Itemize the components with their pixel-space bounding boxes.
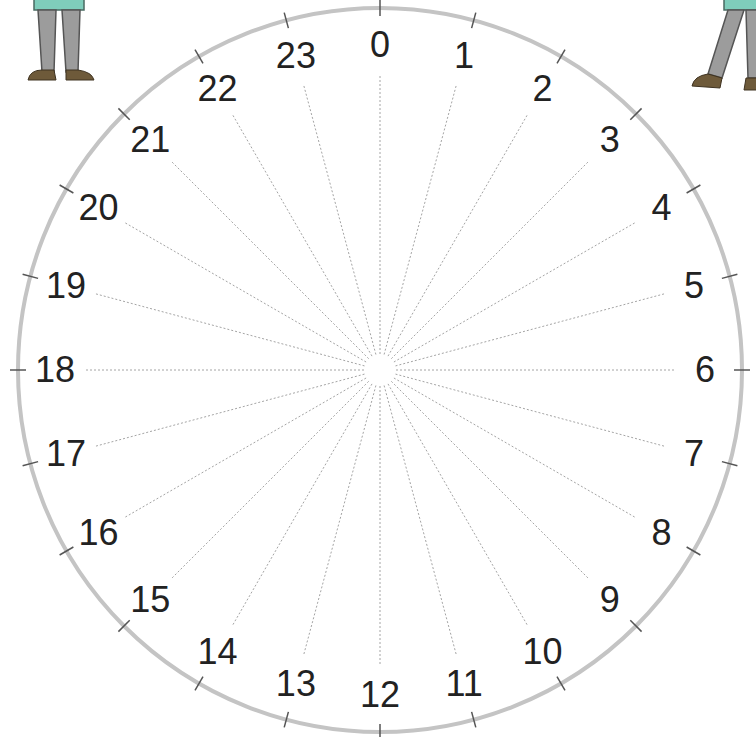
hour-ticks bbox=[10, 0, 750, 737]
hour-spoke bbox=[388, 384, 528, 626]
hour-tick bbox=[118, 108, 129, 119]
dial-ring bbox=[18, 8, 742, 732]
hour-tick bbox=[687, 547, 701, 555]
hour-tick bbox=[630, 620, 641, 631]
hour-spoke bbox=[396, 293, 666, 366]
hour-spoke bbox=[303, 386, 376, 656]
hour-number: 22 bbox=[197, 71, 237, 107]
hour-number: 10 bbox=[522, 634, 562, 670]
hour-tick bbox=[687, 185, 701, 193]
hour-tick bbox=[557, 50, 565, 64]
hour-tick bbox=[195, 677, 203, 691]
hour-number: 18 bbox=[35, 352, 75, 388]
hour-tick bbox=[118, 620, 129, 631]
hour-tick bbox=[23, 274, 38, 278]
hour-spoke bbox=[171, 381, 369, 579]
hour-spoke bbox=[394, 222, 636, 362]
hour-number: 15 bbox=[130, 582, 170, 618]
hour-number: 4 bbox=[651, 190, 671, 226]
hour-number: 11 bbox=[445, 666, 482, 702]
hour-tick bbox=[630, 108, 641, 119]
hour-tick bbox=[10, 369, 26, 371]
hour-number: 20 bbox=[78, 190, 118, 226]
hour-spokes bbox=[84, 74, 676, 666]
hour-spoke bbox=[303, 84, 376, 354]
hour-number: 16 bbox=[78, 515, 118, 551]
hour-number: 17 bbox=[46, 436, 86, 472]
hour-spoke bbox=[232, 384, 372, 626]
hour-number: 5 bbox=[684, 268, 704, 304]
hour-tick bbox=[472, 13, 476, 29]
hour-tick bbox=[734, 369, 750, 371]
hour-tick bbox=[557, 677, 565, 691]
hour-tick bbox=[284, 712, 288, 728]
hour-number: 9 bbox=[600, 582, 620, 618]
hour-number: 14 bbox=[197, 634, 237, 670]
hour-spoke bbox=[94, 293, 364, 366]
hour-number: 13 bbox=[276, 666, 316, 702]
hour-number: 12 bbox=[360, 677, 400, 713]
hour-spoke bbox=[394, 378, 636, 518]
hour-number: 23 bbox=[276, 38, 316, 74]
hour-number: 21 bbox=[130, 122, 170, 158]
hour-spoke bbox=[124, 222, 366, 362]
hour-tick bbox=[60, 185, 74, 193]
hour-spoke bbox=[384, 386, 457, 656]
hour-number: 3 bbox=[600, 122, 620, 158]
hour-spoke bbox=[391, 161, 589, 359]
hour-spoke bbox=[391, 381, 589, 579]
hour-spoke bbox=[388, 114, 528, 356]
hour-tick bbox=[284, 13, 288, 29]
hour-tick bbox=[195, 50, 203, 64]
hour-tick bbox=[60, 547, 74, 555]
hour-tick bbox=[379, 724, 381, 737]
hour-spoke bbox=[171, 161, 369, 359]
hour-number: 1 bbox=[454, 38, 474, 74]
hour-number: 7 bbox=[684, 436, 704, 472]
hour-spoke bbox=[384, 84, 457, 354]
hour-number: 2 bbox=[532, 71, 552, 107]
hour-number: 6 bbox=[695, 352, 715, 388]
hour-spoke bbox=[380, 74, 381, 354]
hour-spoke bbox=[396, 370, 676, 371]
hour-tick bbox=[472, 712, 476, 728]
hour-tick bbox=[722, 462, 738, 466]
right-figure bbox=[692, 0, 756, 90]
hour-spoke bbox=[380, 386, 381, 666]
hour-tick bbox=[722, 274, 738, 278]
hour-number: 8 bbox=[651, 515, 671, 551]
hour-spoke bbox=[124, 378, 366, 518]
hour-number: 19 bbox=[46, 268, 86, 304]
hour-tick bbox=[23, 462, 38, 466]
hour-spoke bbox=[232, 114, 372, 356]
hour-spoke bbox=[84, 370, 364, 371]
hour-number: 0 bbox=[370, 27, 390, 63]
left-figure bbox=[28, 0, 94, 80]
hour-spoke bbox=[94, 374, 364, 447]
hour-tick bbox=[379, 0, 381, 16]
hour-spoke bbox=[396, 374, 666, 447]
